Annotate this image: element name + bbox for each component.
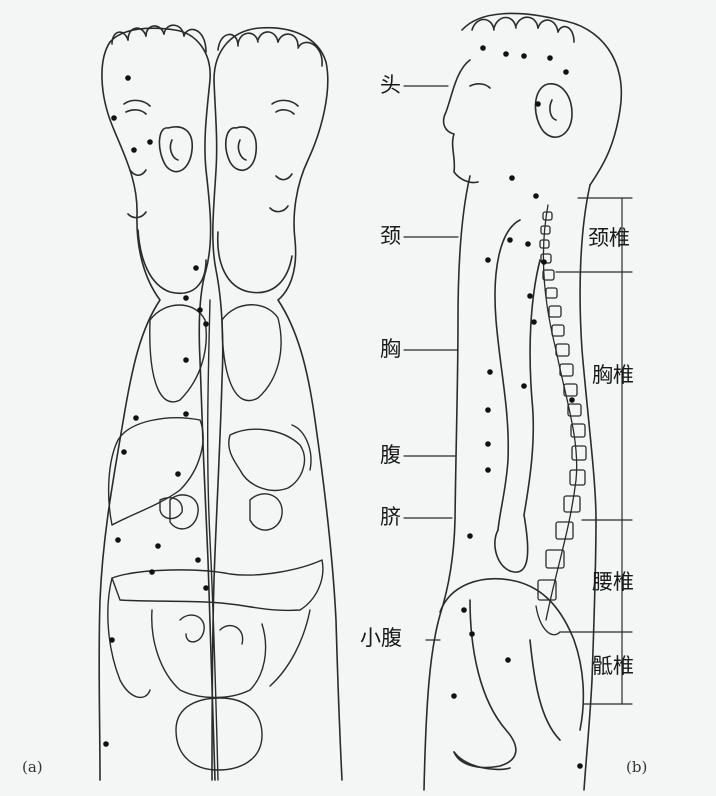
right-foot-inner-edge <box>211 79 224 781</box>
top-toes <box>471 16 575 43</box>
panel-b-label: (b) <box>626 758 648 776</box>
right-toes <box>217 31 323 67</box>
descending-colon <box>269 609 311 687</box>
heart-lung-right <box>221 304 282 402</box>
heart-lung-left <box>149 304 207 403</box>
side-leg <box>439 578 585 771</box>
kidney-right <box>249 493 283 531</box>
panel-b-points <box>451 45 583 769</box>
intestine-loops <box>179 614 244 645</box>
stomach <box>228 428 306 492</box>
label-chest: 胸 <box>380 337 401 361</box>
label-lower-abdomen: 小腹 <box>360 626 402 650</box>
left-toes <box>111 24 207 53</box>
foot-top-outline <box>461 12 623 186</box>
panel-a-label: (a) <box>22 758 43 776</box>
right-face <box>216 99 299 294</box>
internal-organs <box>107 299 324 781</box>
left-foot-outline <box>109 27 216 781</box>
label-navel: 脐 <box>380 505 401 529</box>
ascending-colon <box>107 577 151 699</box>
spine-brackets <box>555 197 633 705</box>
transverse-colon <box>111 559 324 612</box>
panel-a-points <box>103 75 209 747</box>
label-neck: 颈 <box>380 224 401 248</box>
panel-b-side-foot <box>403 12 633 791</box>
region-leader-lines <box>403 85 459 641</box>
gallbladder <box>159 496 183 520</box>
bladder <box>175 697 263 771</box>
left-foot-outer-edge <box>98 41 161 781</box>
label-lumbar-spine: 腰椎 <box>592 570 634 594</box>
vertebral-line <box>206 299 219 781</box>
side-arm <box>494 219 541 573</box>
side-face <box>442 59 573 184</box>
label-abdomen: 腹 <box>380 443 401 467</box>
label-cervical-spine: 颈椎 <box>588 226 630 250</box>
foot-dorsal-edge <box>423 175 471 791</box>
spine-column <box>535 204 587 636</box>
liver <box>107 417 204 526</box>
foot-back-edge <box>579 184 597 791</box>
kidney-left <box>169 494 199 530</box>
panel-a-soles <box>98 24 343 781</box>
right-foot-outline <box>213 26 343 781</box>
label-sacral-spine: 骶椎 <box>592 654 634 678</box>
label-thoracic-spine: 胸椎 <box>592 363 634 387</box>
spleen <box>291 424 312 471</box>
left-face <box>123 99 207 295</box>
label-head: 头 <box>380 73 401 97</box>
small-intestine <box>151 609 267 699</box>
